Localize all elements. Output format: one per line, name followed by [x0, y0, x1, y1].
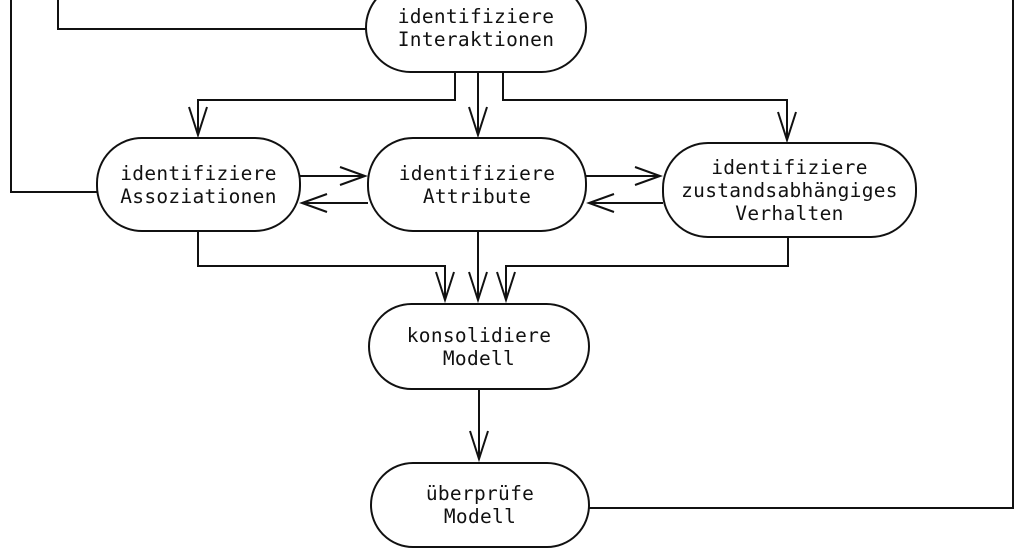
- edge-attribute-to-konsolidiere: [468, 231, 488, 304]
- edge-interaktionen-to-verhalten: [502, 72, 797, 144]
- node-label-interaktionen: identifiziere Interaktionen: [397, 4, 555, 51]
- node-identifiziere-attribute: identifiziere Attribute: [367, 137, 587, 232]
- node-label-attribute: identifiziere Attribute: [398, 161, 556, 208]
- edge-interaktionen-offscreen-left: [57, 0, 366, 30]
- node-konsolidiere-modell: konsolidiere Modell: [368, 303, 590, 390]
- edge-assoziationen-offscreen-left: [10, 0, 97, 193]
- node-identifiziere-zustandsabhaengiges-verhalten: identifiziere zustandsabhängiges Verhalt…: [662, 142, 917, 238]
- edge-attribute-to-verhalten: [586, 166, 663, 186]
- edge-interaktionen-to-attribute: [468, 72, 488, 139]
- edge-attribute-to-assoziationen: [299, 193, 368, 213]
- node-label-verhalten: identifiziere zustandsabhängiges Verhalt…: [681, 155, 898, 225]
- edge-konsolidiere-to-ueberpruefe: [469, 389, 489, 463]
- node-identifiziere-interaktionen: identifiziere Interaktionen: [365, 0, 587, 73]
- edge-verhalten-to-konsolidiere: [496, 237, 789, 304]
- edge-assoziationen-to-konsolidiere: [197, 231, 455, 304]
- edge-interaktionen-to-assoziationen: [188, 72, 456, 139]
- edge-verhalten-to-attribute: [586, 193, 663, 213]
- node-label-assoziationen: identifiziere Assoziationen: [120, 161, 277, 208]
- node-identifiziere-assoziationen: identifiziere Assoziationen: [96, 137, 301, 232]
- node-ueberpruefe-modell: überprüfe Modell: [370, 462, 590, 548]
- node-label-ueberpruefe: überprüfe Modell: [425, 482, 535, 528]
- edge-assoziationen-to-attribute: [299, 166, 368, 186]
- edge-ueberpruefe-offscreen-right: [589, 0, 1014, 509]
- node-label-konsolidiere: konsolidiere Modell: [406, 323, 552, 370]
